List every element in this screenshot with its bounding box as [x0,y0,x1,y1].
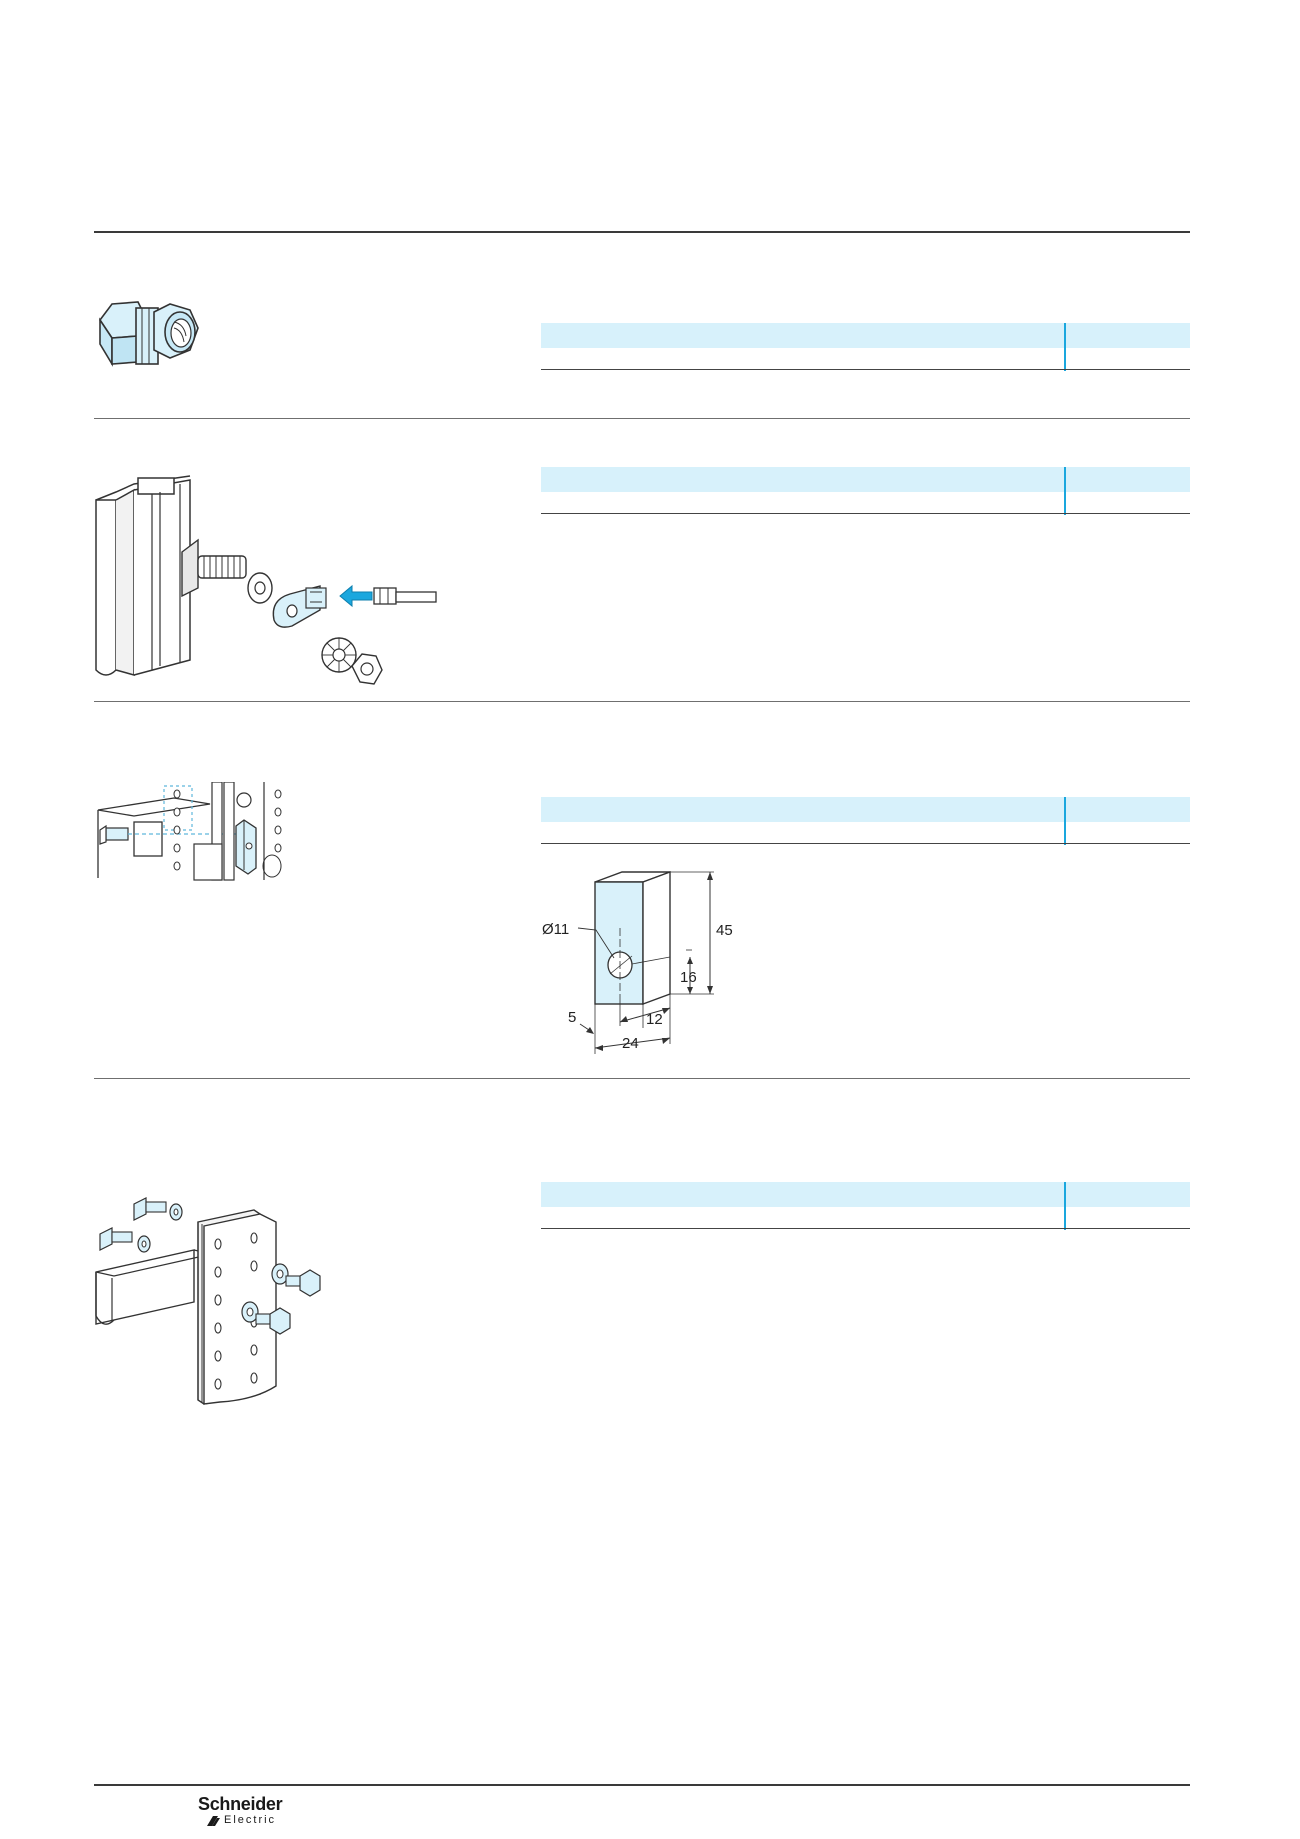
reference-table [541,1182,1190,1230]
table-column-divider [1064,1182,1066,1230]
dim-label-height: 45 [716,922,733,939]
cable-gland-illustration [94,292,204,372]
reference-table [541,323,1190,371]
section-divider [94,701,1190,702]
footer-rule [94,1784,1190,1786]
busbar-upright-illustration [94,1180,334,1405]
schneider-electric-logo: Schneider Electric [196,1794,306,1832]
logo-sub-text: Electric [224,1814,277,1826]
dim-label-width: 24 [622,1035,639,1052]
table-bottom-rule [541,513,1190,514]
connection-block-dimension-drawing: Ø11 45 16 5 12 24 [520,860,740,1060]
table-header-band [541,797,1190,822]
table-bottom-rule [541,1228,1190,1229]
reference-table [541,467,1190,515]
logo-brand-text: Schneider [198,1794,283,1814]
section-divider [94,418,1190,419]
table-header-band [541,323,1190,348]
dim-label-hole-height: 16 [680,969,697,986]
table-column-divider [1064,323,1066,371]
header-rule [94,231,1190,233]
table-bottom-rule [541,843,1190,844]
dim-label-diameter: Ø11 [542,921,569,938]
table-header-band [541,467,1190,492]
busbar-block-illustration [94,781,294,882]
dim-label-thickness: 5 [568,1009,576,1026]
logo-mark-icon [207,1816,220,1826]
dim-label-hole-offset: 12 [646,1011,663,1028]
section-divider [94,1078,1190,1079]
table-header-band [541,1182,1190,1207]
earth-terminal-illustration [94,470,439,700]
table-column-divider [1064,467,1066,515]
reference-table [541,797,1190,845]
table-column-divider [1064,797,1066,845]
table-bottom-rule [541,369,1190,370]
